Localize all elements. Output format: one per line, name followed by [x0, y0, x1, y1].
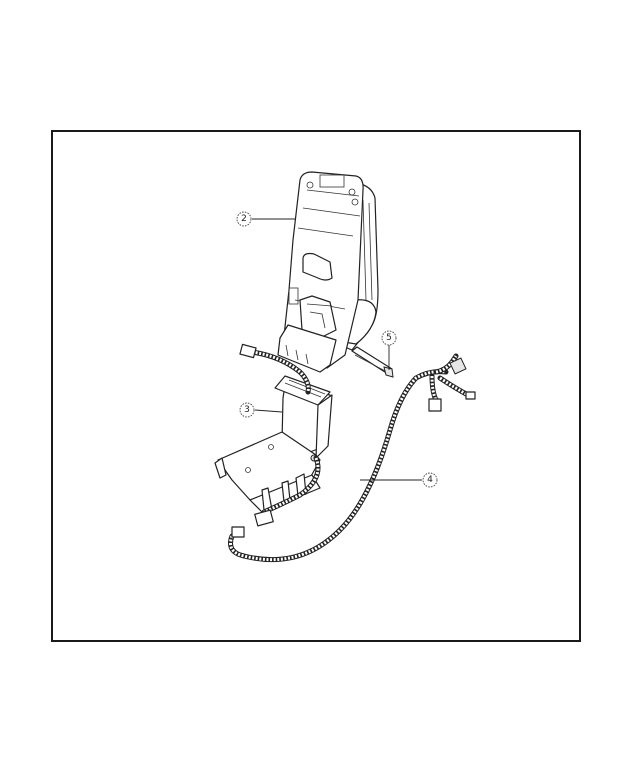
callout-5: 5: [381, 330, 397, 370]
part-5-module: [351, 346, 394, 378]
connector-upper-left: [239, 343, 257, 359]
part-3-bracket: [214, 375, 333, 513]
part-4-harness: [228, 343, 476, 563]
callout-2: 2: [236, 211, 295, 227]
svg-text:4: 4: [427, 475, 433, 485]
svg-text:5: 5: [386, 333, 392, 343]
svg-text:3: 3: [244, 405, 250, 415]
connector-right: [465, 391, 476, 400]
connector-lower-bracket: [254, 509, 274, 527]
connector-upper: [449, 357, 467, 375]
callout-4: 4: [360, 472, 438, 488]
connector-end: [231, 526, 245, 538]
svg-text:2: 2: [241, 214, 247, 224]
callout-3: 3: [239, 402, 283, 418]
part-2-armrest: [277, 171, 379, 373]
connector-lower: [428, 398, 442, 412]
